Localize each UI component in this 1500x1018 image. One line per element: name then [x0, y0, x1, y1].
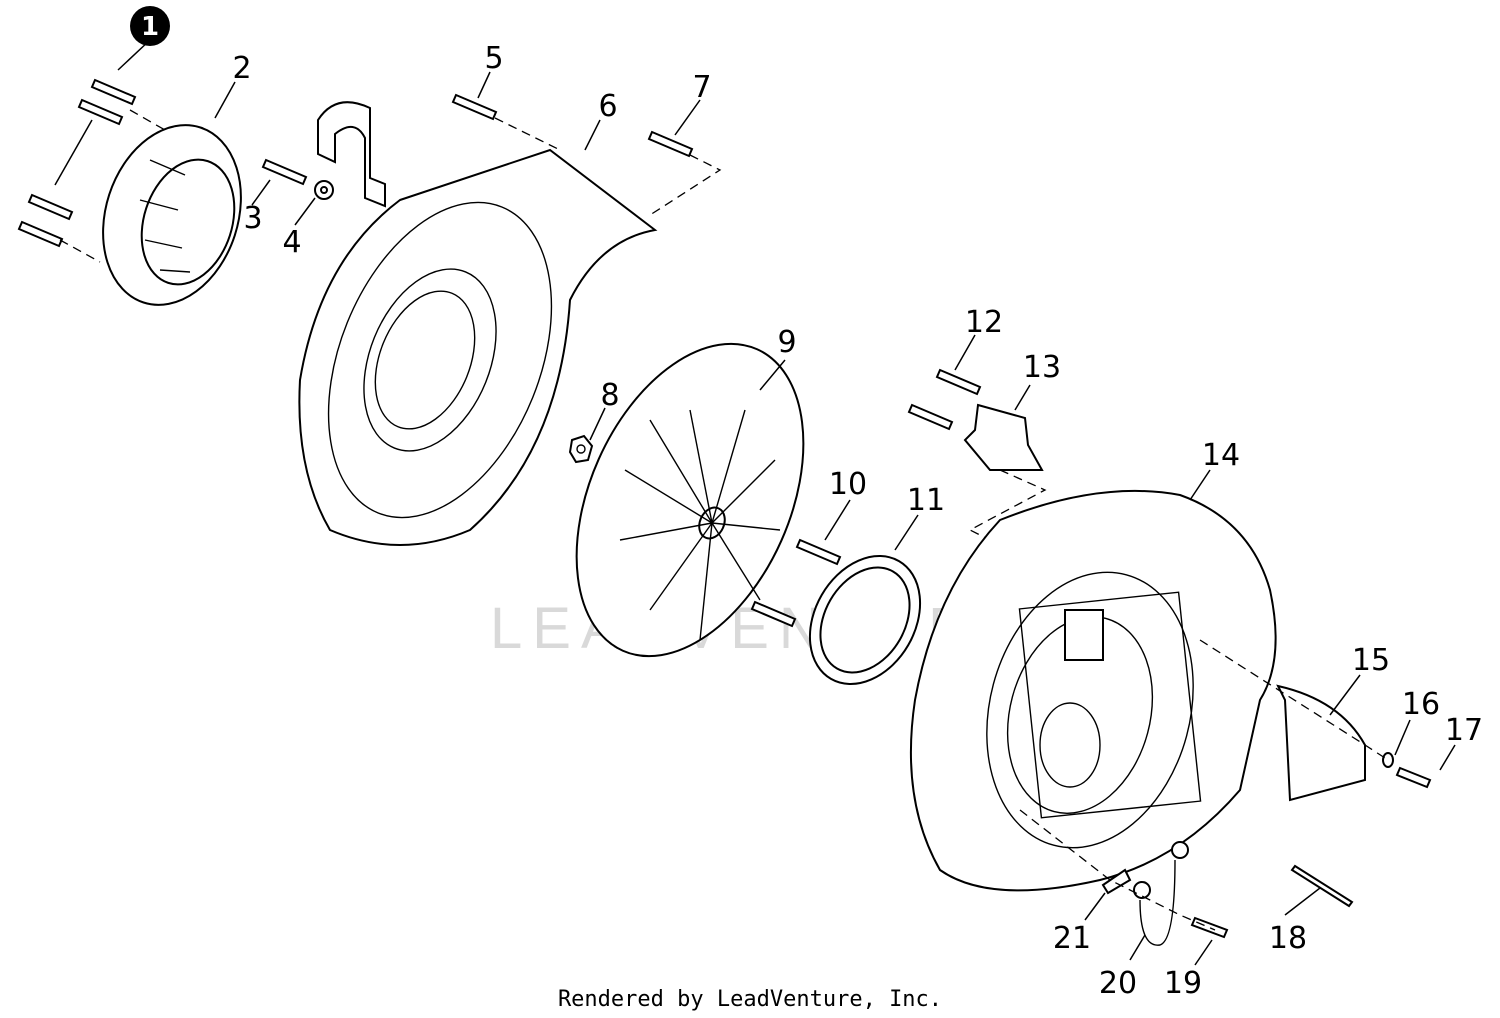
callout-16: 16 [1402, 687, 1440, 722]
part-19-screw [1190, 916, 1229, 939]
part-9-fan [575, 342, 805, 658]
part-10-screw [795, 538, 842, 566]
part-1-screws [17, 78, 166, 263]
callout-1: 1 [141, 12, 159, 42]
callout-11: 11 [907, 483, 945, 518]
part-8-nut [568, 434, 594, 464]
part-3-screw [261, 158, 308, 186]
callout-1-badge: 1 [130, 6, 170, 46]
callout-2: 2 [232, 51, 251, 86]
callout-21: 21 [1053, 921, 1091, 956]
part-16-washer [1382, 752, 1394, 768]
part-14-rear-housing [909, 489, 1277, 892]
callout-15: 15 [1352, 643, 1390, 678]
callout-14: 14 [1202, 438, 1240, 473]
callout-10: 10 [829, 467, 867, 502]
part-5-screw [451, 93, 498, 121]
part-21-clip [1101, 868, 1132, 895]
callout-9: 9 [777, 325, 796, 360]
callout-19: 19 [1164, 966, 1202, 1001]
part-15-cover [1276, 684, 1366, 802]
callout-17: 17 [1445, 713, 1483, 748]
callout-7: 7 [692, 70, 711, 105]
part-4-washer [314, 180, 334, 200]
callout-12: 12 [965, 305, 1003, 340]
part-20-ground-wire [1133, 841, 1189, 946]
callout-6: 6 [598, 89, 617, 124]
callout-5: 5 [484, 41, 503, 76]
part-12-screw [935, 368, 982, 396]
part-11-ring [808, 555, 922, 685]
part-17-screw [1395, 766, 1432, 789]
part-2-inlet-guard [102, 124, 242, 306]
callout-4: 4 [282, 225, 301, 260]
callout-18: 18 [1269, 921, 1307, 956]
part-7-screw [647, 130, 694, 158]
callout-20: 20 [1099, 966, 1137, 1001]
part-13-bracket [963, 403, 1044, 471]
part-10-screw-lower [750, 600, 797, 628]
part-6-blower-housing [298, 148, 658, 546]
leader-lines [54, 39, 1456, 966]
callout-13: 13 [1023, 350, 1061, 385]
callout-3: 3 [243, 201, 262, 236]
bracket-clip [317, 101, 386, 208]
render-credit: Rendered by LeadVenture, Inc. [558, 987, 942, 1012]
callout-8: 8 [600, 378, 619, 413]
part-18-tie [1290, 864, 1354, 908]
part-12-screw-lower [907, 403, 954, 431]
